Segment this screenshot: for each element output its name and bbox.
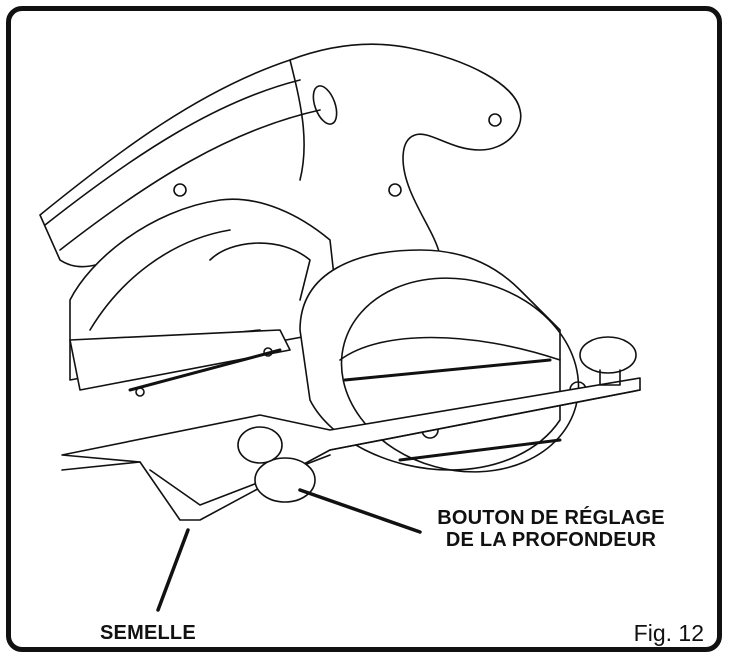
depth-knob-label-line1: BOUTON DE RÉGLAGE: [437, 507, 665, 529]
depth-leader-line: [298, 488, 422, 534]
base-leader-line: [156, 528, 190, 612]
blade-guard: [69, 198, 341, 397]
depth-knob-callout: BOUTON DE RÉGLAGE DE LA PROFONDEUR: [426, 507, 676, 551]
motor-housing: [299, 249, 587, 473]
base-callout: SEMELLE: [100, 622, 196, 644]
base-plate: [61, 377, 641, 521]
bevel-knob: [579, 336, 637, 386]
depth-knob-label-line2: DE LA PROFONDEUR: [445, 529, 657, 551]
figure-number: Fig. 12: [633, 620, 704, 646]
